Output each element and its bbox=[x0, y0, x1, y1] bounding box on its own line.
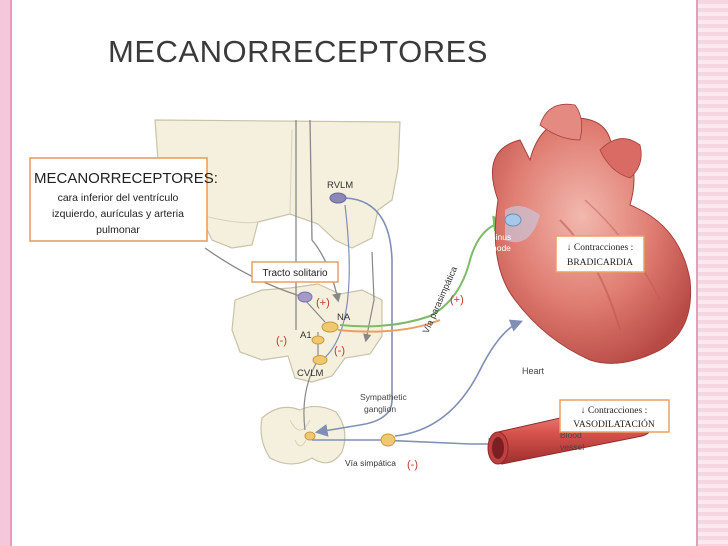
callout-box bbox=[29, 157, 208, 242]
na-nucleus bbox=[321, 321, 339, 333]
sign-minus-a1: (-) bbox=[276, 335, 287, 347]
a1-label: A1 bbox=[300, 330, 312, 341]
sinus-label-2: node bbox=[492, 243, 511, 253]
callout-line2: izquierdo, aurículas y arteria bbox=[52, 208, 184, 220]
heart-illustration bbox=[491, 103, 692, 364]
ganglion-label-2: ganglion bbox=[364, 404, 396, 414]
right-border-line bbox=[696, 0, 698, 546]
callout-line3: pulmonar bbox=[96, 224, 140, 236]
ganglion-label-1: Sympathetic bbox=[360, 392, 408, 402]
via-simpatica-label: Vía simpática bbox=[345, 458, 396, 468]
blood-label-2: vessel bbox=[560, 442, 584, 452]
brainstem-lower bbox=[231, 283, 383, 383]
bradicardia-line1: ↓ Contracciones : bbox=[567, 243, 633, 253]
rvlm-label: RVLM bbox=[327, 180, 353, 191]
vasodilatacion-box bbox=[559, 399, 670, 433]
heart-label: Heart bbox=[522, 366, 545, 376]
sign-minus-sympathetic: (-) bbox=[407, 459, 418, 471]
rvlm-descending-path bbox=[314, 197, 393, 437]
na-label: NA bbox=[337, 312, 351, 323]
spinal-cord bbox=[260, 405, 346, 465]
blood-label-1: Blood bbox=[560, 430, 582, 440]
parasympathetic-path bbox=[339, 215, 509, 328]
sinus-label-1: Sinus bbox=[490, 232, 511, 242]
left-border bbox=[0, 0, 10, 546]
tracto-nucleus bbox=[297, 291, 313, 303]
a1-nucleus bbox=[311, 335, 325, 345]
sympathetic-path-vessel bbox=[312, 437, 502, 451]
sign-minus-cvlm: (-) bbox=[334, 345, 345, 357]
sign-plus-na: (+) bbox=[316, 297, 330, 309]
bradicardia-box bbox=[555, 235, 645, 273]
tracto-label: Tracto solitario bbox=[262, 268, 328, 279]
vasodilatacion-line2: VASODILATACIÓN bbox=[573, 418, 655, 430]
callout-line1: cara inferior del ventrículo bbox=[58, 192, 179, 204]
left-border-line bbox=[10, 0, 12, 546]
rvlm-nucleus bbox=[329, 192, 347, 204]
sympathetic-path-heart bbox=[394, 319, 523, 437]
spinal-nucleus bbox=[304, 431, 316, 441]
sympathetic-ganglion bbox=[380, 433, 396, 447]
bradicardia-line2: BRADICARDIA bbox=[567, 258, 633, 268]
right-border bbox=[698, 0, 728, 546]
sign-plus-parasympathetic: (+) bbox=[450, 294, 464, 306]
cvlm-nucleus bbox=[312, 355, 328, 365]
callout-heading: MECANORRECEPTORES: bbox=[34, 170, 218, 187]
vasodilatacion-line1: ↓ Contracciones : bbox=[581, 406, 647, 416]
sinus-node-marker bbox=[504, 213, 522, 227]
tracto-box bbox=[251, 261, 339, 283]
slide-title: MECANORRECEPTORES bbox=[108, 34, 488, 69]
cvlm-label: CVLM bbox=[297, 368, 323, 379]
